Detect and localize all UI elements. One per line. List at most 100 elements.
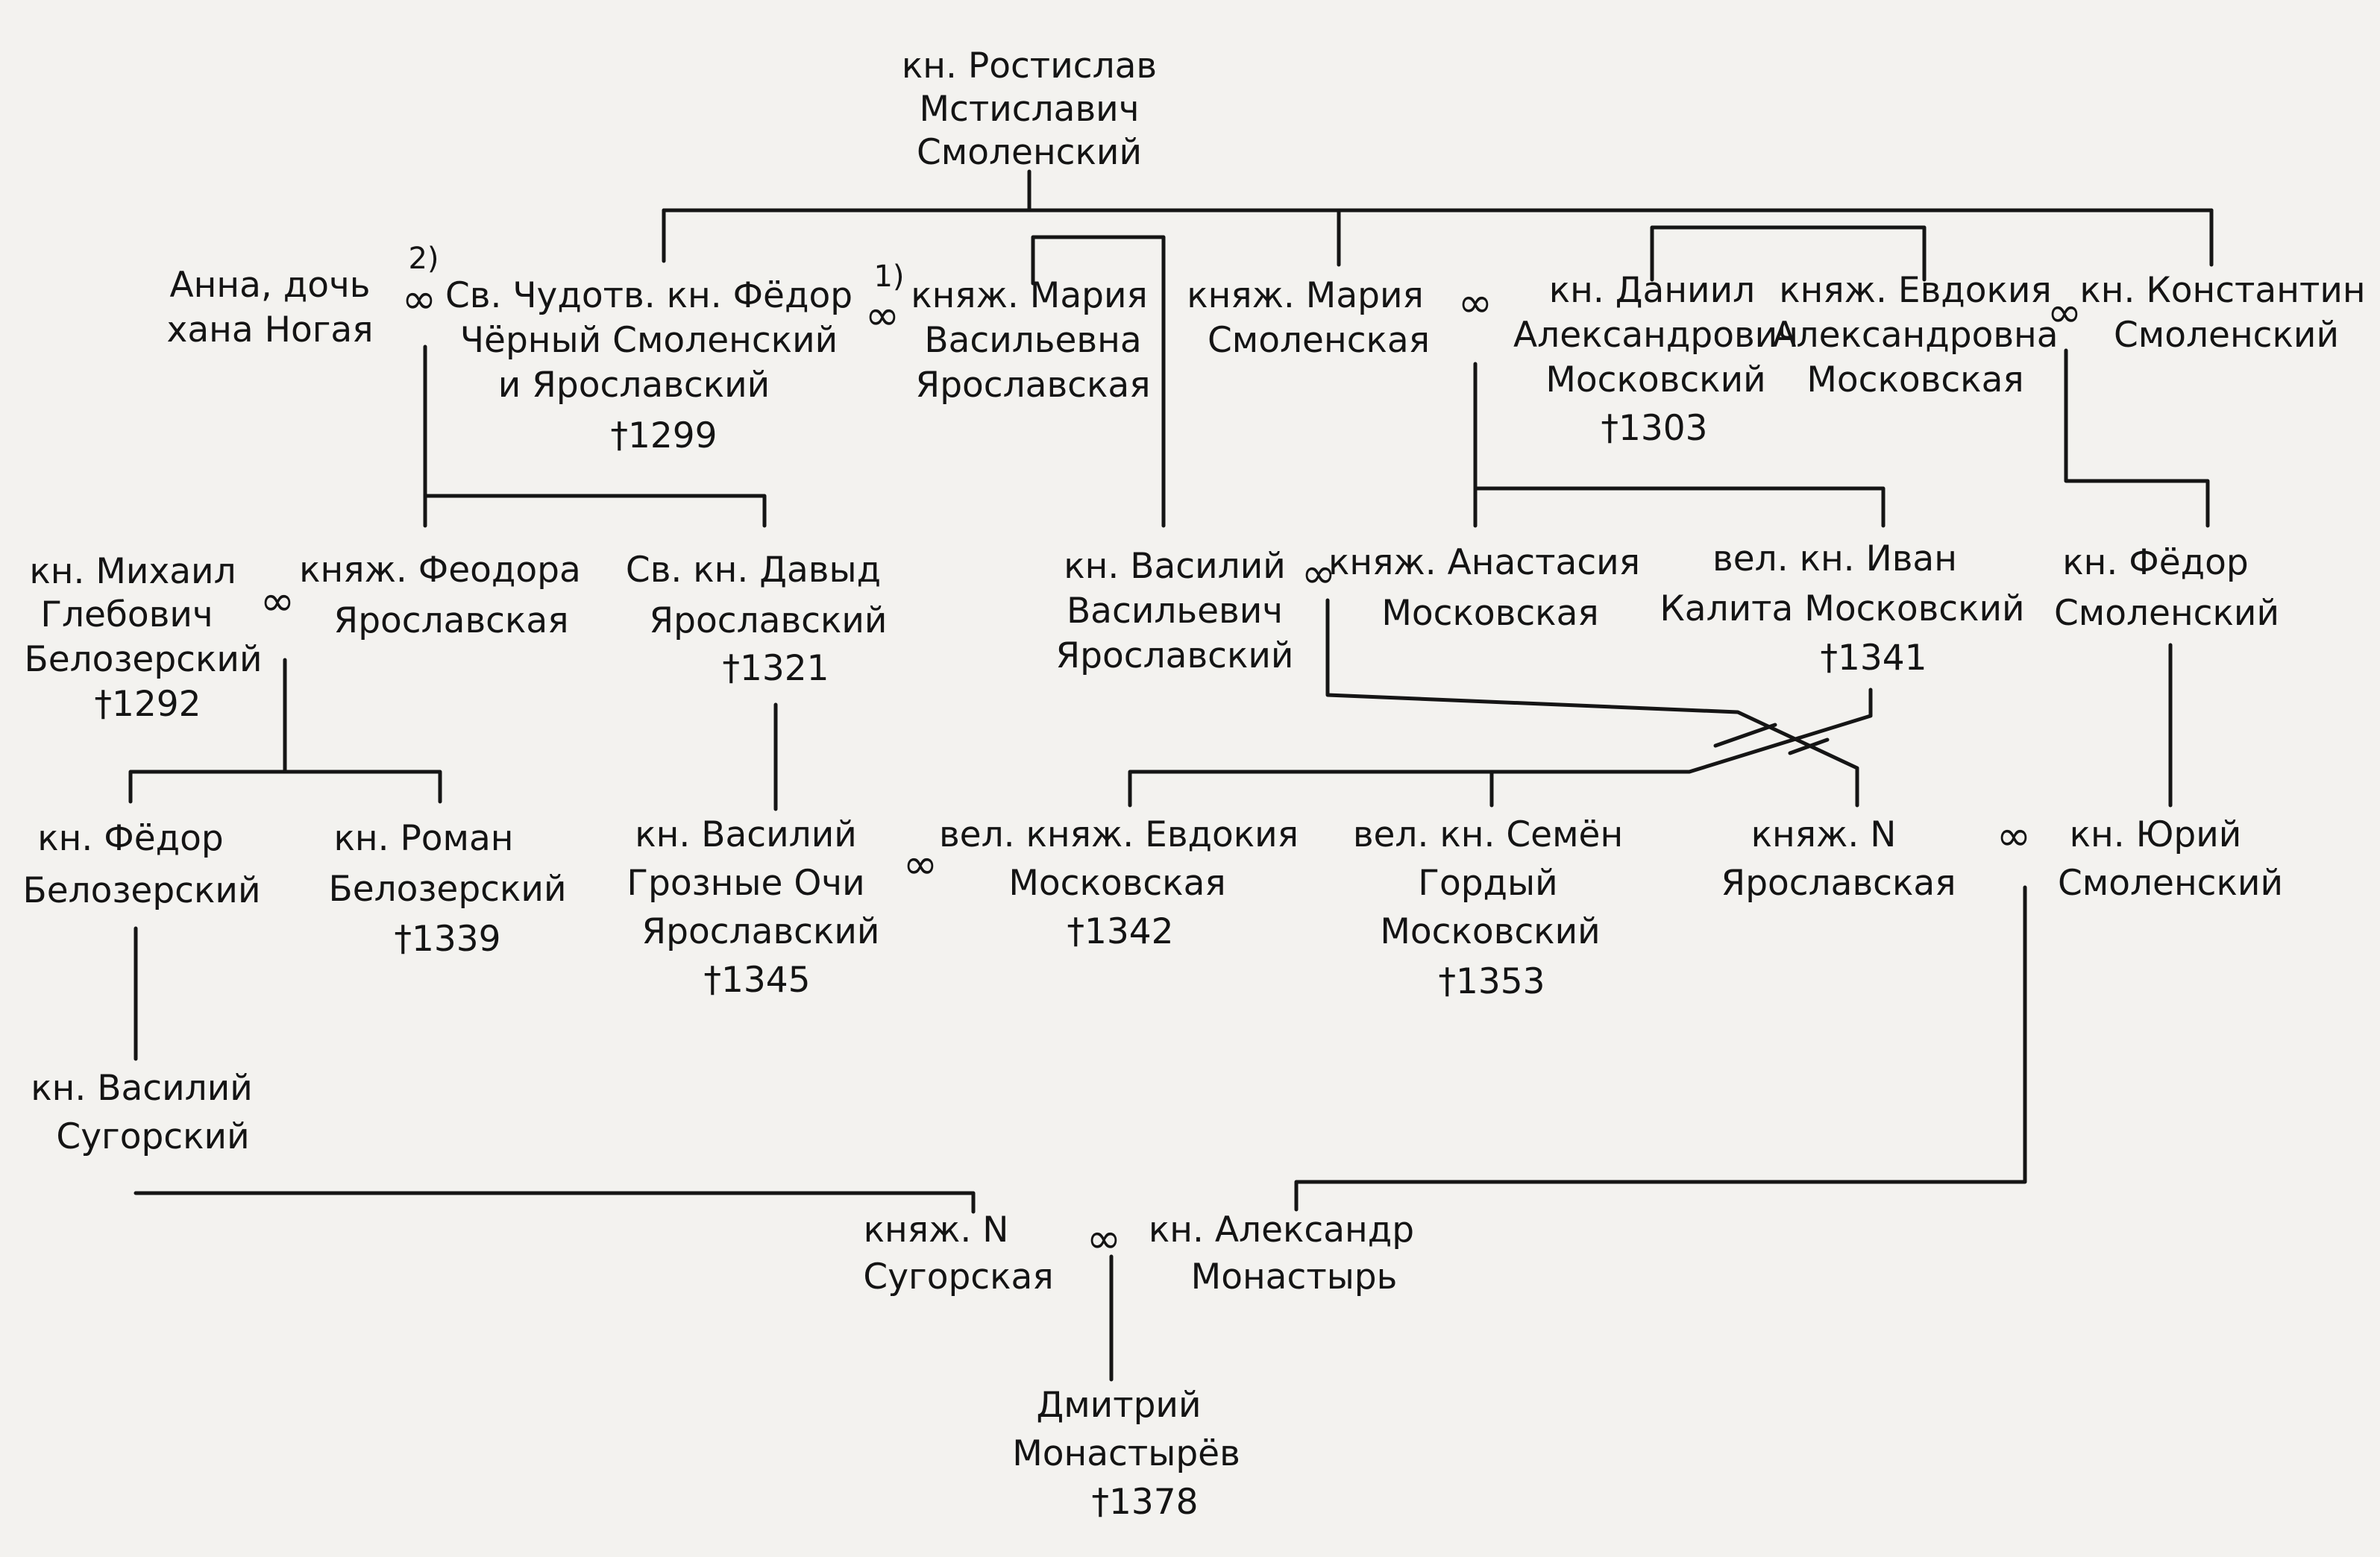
rostislav-line-2: Мстиславич — [919, 89, 1139, 130]
person-fedor-cherny: Св. Чудотв. кн. Фёдор Чёрный Смоленский … — [445, 275, 853, 456]
person-vasily-grozny: кн. Василий Грозные Очи Ярославский †134… — [627, 814, 879, 1001]
person-konstantin: кн. Константин Смоленский — [2079, 270, 2365, 356]
person-vasily-vasilyevich: кн. Василий Васильевич Ярославский — [1056, 546, 1294, 676]
ivan-line-1: вел. кн. Иван — [1712, 538, 1957, 579]
anna-line-1: Анна, дочь — [169, 265, 370, 306]
vasily-grozn-line-2: Грозные Очи — [627, 863, 864, 904]
yury-line-1: кн. Юрий — [2070, 814, 2242, 855]
anna-line-2: хана Ногая — [167, 309, 374, 350]
evdokia-alex-line-3: Московская — [1806, 359, 2023, 400]
person-feodora: княж. Феодора Ярославская — [299, 550, 581, 641]
n-sug-line-1: княж. N — [864, 1210, 1009, 1251]
person-dmitry: Дмитрий Монастырёв †1378 — [1012, 1385, 1240, 1523]
alexandr-line-1: кн. Александр — [1149, 1210, 1414, 1251]
daniil-line-2: Александрович — [1513, 315, 1798, 356]
mikhail-line-3: Белозерский — [24, 639, 262, 680]
ivan-line-2: Калита Московский — [1660, 588, 2024, 629]
fedor-cherny-line-1: Св. Чудотв. кн. Фёдор — [445, 275, 853, 316]
connector-lines — [128, 169, 2214, 1382]
person-mikhail: кн. Михаил Глебович Белозерский †1292 — [24, 551, 262, 725]
fedor-cherny-line-3: и Ярославский — [498, 365, 770, 406]
vasily-sug-line-1: кн. Василий — [31, 1068, 253, 1109]
daniil-line-4: †1303 — [1601, 408, 1707, 449]
semen-line-1: вел. кн. Семён — [1353, 814, 1623, 855]
person-rostislav: кн. Ростислав Мстиславич Смоленский — [902, 45, 1157, 173]
second-marriage-label: 2) — [408, 242, 439, 276]
ivan-line-3: †1341 — [1820, 638, 1927, 679]
vasily-sug-line-2: Сугорский — [56, 1116, 249, 1157]
evdokia-alex-line-2: Александровна — [1772, 315, 2058, 356]
marriage-symbol-vasily-anastasia: ∞ — [1302, 550, 1337, 598]
feodora-line-2: Ярославская — [334, 600, 569, 641]
person-n-sugorskaya: княж. N Сугорская — [863, 1210, 1053, 1298]
vasily-vas-line-3: Ярославский — [1056, 635, 1294, 676]
david-line-2: Ярославский — [650, 600, 888, 641]
rostislav-line-3: Смоленский — [917, 132, 1142, 173]
rostislav-line-1: кн. Ростислав — [902, 45, 1157, 86]
david-line-3: †1321 — [722, 648, 829, 689]
person-daniil: кн. Даниил Александрович Московский †130… — [1513, 270, 1798, 449]
fedor-smol-line-1: кн. Фёдор — [2062, 542, 2248, 583]
maria-smol-line-2: Смоленская — [1208, 320, 1430, 361]
maria-vas-line-3: Ярославская — [916, 365, 1151, 406]
konstantin-line-1: кн. Константин — [2079, 270, 2365, 311]
person-fedor-smolensky: кн. Фёдор Смоленский — [2054, 542, 2279, 634]
roman-line-3: †1339 — [394, 919, 500, 960]
vasily-vas-line-2: Васильевич — [1067, 591, 1283, 632]
mikhail-line-1: кн. Михаил — [29, 551, 236, 592]
maria-vas-line-1: княж. Мария — [911, 275, 1148, 316]
person-yury: кн. Юрий Смоленский — [2058, 814, 2283, 904]
anastasia-line-1: княж. Анастасия — [1328, 542, 1640, 583]
fedor-smol-line-2: Смоленский — [2054, 593, 2279, 634]
marriage-symbol-maria-daniil: ∞ — [1458, 279, 1493, 327]
anastasia-line-2: Московская — [1381, 593, 1598, 634]
marriage-symbol-vasily-evdokia: ∞ — [903, 840, 938, 889]
dmitry-line-3: †1378 — [1091, 1482, 1198, 1523]
semen-line-2: Гордый — [1418, 863, 1557, 904]
daniil-line-3: Московский — [1545, 359, 1765, 400]
marriage-symbol-n-yury: ∞ — [1997, 812, 2032, 861]
dmitry-line-1: Дмитрий — [1036, 1385, 1201, 1426]
first-marriage-label: 1) — [873, 260, 904, 294]
person-maria-smolenskaya: княж. Мария Смоленская — [1187, 275, 1430, 361]
roman-line-1: кн. Роман — [333, 818, 513, 859]
fedor-bel-line-2: Белозерский — [22, 870, 260, 911]
n-yar-line-1: княж. N — [1751, 814, 1897, 855]
person-alexandr: кн. Александр Монастырь — [1149, 1210, 1414, 1298]
marriage-symbol-fedor-maria: ∞ — [865, 292, 900, 340]
person-roman: кн. Роман Белозерский †1339 — [328, 818, 566, 960]
evdokia-vel-line-3: †1342 — [1067, 911, 1173, 952]
fedor-bel-line-1: кн. Фёдор — [37, 818, 223, 859]
dmitry-line-2: Монастырёв — [1012, 1433, 1240, 1474]
david-line-1: Св. кн. Давыд — [626, 550, 881, 591]
person-maria-vasilyevna: княж. Мария Васильевна Ярославская — [911, 275, 1150, 406]
person-evdokia-velikaya: вел. княж. Евдокия Московская †1342 — [939, 814, 1299, 952]
person-evdokia-alexandrovna: княж. Евдокия Александровна Московская — [1772, 270, 2058, 400]
marriage-symbol-evdokia-konstantin: ∞ — [2047, 289, 2082, 337]
person-anastasia: княж. Анастасия Московская — [1328, 542, 1640, 634]
yury-line-2: Смоленский — [2058, 863, 2283, 904]
evdokia-vel-line-2: Московская — [1008, 863, 1225, 904]
n-yar-line-2: Ярославская — [1721, 863, 1956, 904]
person-ivan: вел. кн. Иван Калита Московский †1341 — [1660, 538, 2024, 679]
person-vasily-sugorsky: кн. Василий Сугорский — [31, 1068, 253, 1157]
evdokia-vel-line-1: вел. княж. Евдокия — [939, 814, 1299, 855]
n-sug-line-2: Сугорская — [863, 1256, 1053, 1298]
person-anna: Анна, дочь хана Ногая — [167, 265, 374, 350]
semen-line-3: Московский — [1380, 911, 1600, 952]
marriage-symbol-mikhail-feodora: ∞ — [260, 577, 295, 626]
mikhail-line-4: †1292 — [94, 684, 201, 725]
evdokia-alex-line-1: княж. Евдокия — [1779, 270, 2051, 311]
fedor-cherny-line-2: Чёрный Смоленский — [460, 320, 838, 361]
semen-line-4: †1353 — [1438, 961, 1545, 1002]
mikhail-line-2: Глебович — [40, 594, 213, 635]
feodora-line-1: княж. Феодора — [299, 550, 581, 591]
person-david: Св. кн. Давыд Ярославский †1321 — [626, 550, 888, 689]
vasily-vas-line-1: кн. Василий — [1064, 546, 1286, 587]
vasily-grozn-line-3: Ярославский — [642, 911, 880, 952]
maria-smol-line-1: княж. Мария — [1187, 275, 1424, 316]
person-fedor-belozersky: кн. Фёдор Белозерский — [22, 818, 260, 911]
maria-vas-line-2: Васильевна — [924, 320, 1141, 361]
vasily-grozn-line-1: кн. Василий — [635, 814, 857, 855]
